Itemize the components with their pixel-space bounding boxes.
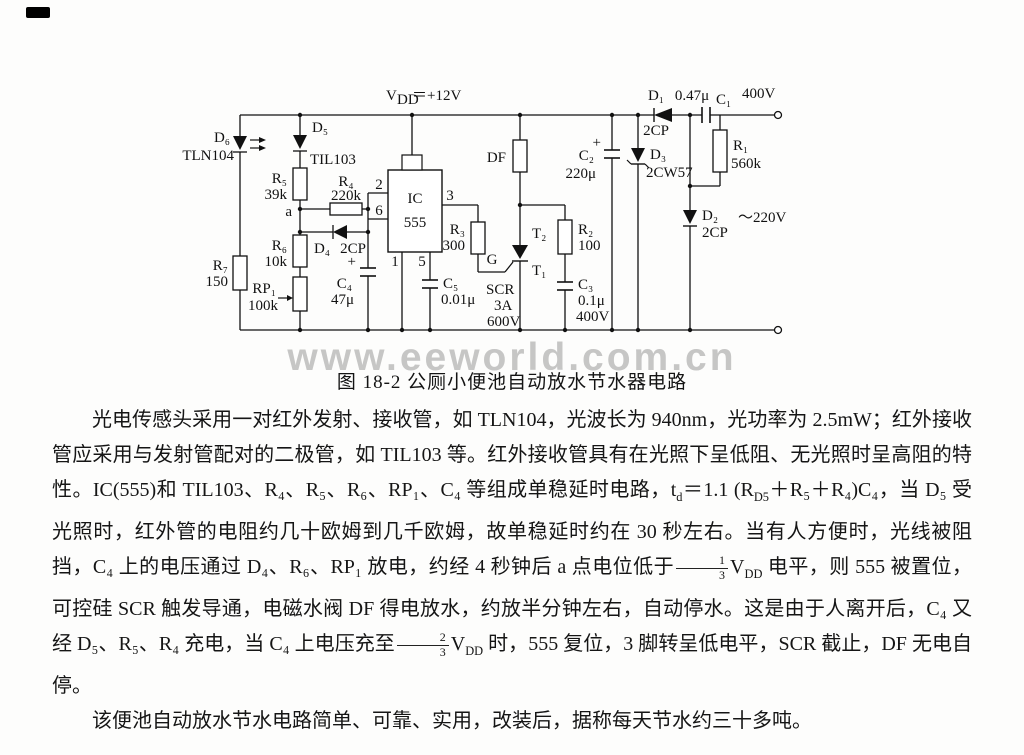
label-vdd-sub: DD [397,92,419,108]
label-pin1: 1 [391,254,399,270]
label-r1-val: 560k [731,156,762,172]
label-c4-plus: + [348,254,356,270]
label-t2: T₂ [532,226,546,242]
label-pin6: 6 [375,203,383,219]
label-r3-val: 300 [443,238,466,254]
label-r7-val: 150 [206,274,229,290]
scan-artifact [26,7,50,18]
label-r1: R₁ [733,138,748,154]
diode-d1: D₁ 2CP [643,88,672,139]
label-d4: D₄ [314,241,330,257]
label-c2-val: 220μ [565,166,596,182]
figure-area: D₆ TLN104 D₅ TIL103 R₅ 39k a R₆ 10k RP₁ … [0,0,1024,348]
label-rp1-val: 100k [248,298,279,314]
capacitor-c1: 0.47μ C₁ 400V [675,86,776,123]
label-r4-val: 220k [331,188,362,204]
circuit-wires [239,114,775,331]
scr: G T₂ T₁ SCR 3A 600V [486,226,546,330]
label-c4: C₄ [337,276,352,292]
circuit-diagram: D₆ TLN104 D₅ TIL103 R₅ 39k a R₆ 10k RP₁ … [182,86,787,335]
valve-df: DF [487,139,528,173]
label-d4-type: 2CP [340,241,366,257]
label-d2: D₂ [702,208,718,224]
label-c5-val: 0.01μ [441,292,475,308]
figure-caption: 图 18-2 公厕小便池自动放水节水器电路 [336,372,688,393]
label-ic: IC [408,191,423,207]
diode-d4: D₄ 2CP [314,225,366,257]
label-pin3: 3 [446,188,454,204]
label-d5-type: TIL103 [310,152,356,168]
watermark: www.eeworld.com.cn [287,336,737,379]
label-c5: C₅ [443,276,458,292]
label-d3: D₃ [650,147,666,163]
label-scr-v: 600V [487,314,521,330]
label-d1: D₁ [648,88,664,104]
capacitor-c3: C₃ 0.1μ 400V [557,277,610,325]
resistor-r3: R₃ 300 [443,221,486,255]
label-g: G [487,252,498,268]
label-r4: R₄ [338,174,353,190]
label-scr: SCR [486,282,514,298]
supply-label: V DD ＝+12V ～220V [386,88,787,226]
label-d6-type: TLN104 [182,148,234,164]
capacitor-c2: + C₂ 220μ [565,135,620,182]
label-r2: R₂ [578,222,593,238]
label-r6-val: 10k [265,254,288,270]
label-r6: R₆ [272,238,287,254]
label-c2-plus: + [593,135,601,151]
label-ac: ～220V [738,210,787,226]
label-t1: T₁ [532,263,546,279]
label-d6: D₆ [214,130,230,146]
label-c1-val: 0.47μ [675,88,709,104]
label-d1-type: 2CP [643,123,669,139]
resistor-r5: R₅ 39k [265,167,308,203]
paragraph-1: 光电传感头采用一对红外发射、接收管，如 TLN104，光波长为 940nm，光功… [52,409,973,697]
resistor-r6: R₆ 10k [265,234,308,270]
resistor-r4: R₄ 220k [329,174,363,216]
label-scr-a: 3A [494,298,513,314]
label-rp1: RP₁ [252,281,276,297]
capacitor-c4: + C₄ 47μ [331,254,376,308]
junction-dots [297,112,693,333]
label-r3: R₃ [450,222,465,238]
label-d5: D₅ [312,120,328,136]
zener-d3: D₃ 2CW57 [626,147,693,181]
diode-d2: D₂ 2CP [683,208,728,241]
label-pin2: 2 [375,177,383,193]
label-r5: R₅ [272,171,287,187]
ir-led-d6: D₆ TLN104 [182,130,266,164]
label-r5-val: 39k [265,187,288,203]
body-text: 光电传感头采用一对红外发射、接收管，如 TLN104，光波长为 940nm，光功… [52,403,972,739]
label-vdd: V [386,88,397,104]
resistor-r2: R₂ 100 [557,219,601,255]
label-c2: C₂ [579,148,594,164]
capacitor-c5: C₅ 0.01μ [422,276,475,308]
ic-555: IC 555 2 6 3 1 5 [375,154,454,270]
label-d3-type: 2CW57 [646,165,693,181]
resistor-r7: R₇ 150 [206,255,248,291]
paragraph-2: 该便池自动放水节水电路简单、可靠、实用，改装后，据称每天节水约三十多吨。 [92,710,812,732]
label-c1-v: 400V [742,86,776,102]
label-vdd-val: ＝+12V [412,88,461,104]
label-r2-val: 100 [578,238,601,254]
label-c3: C₃ [578,277,593,293]
label-ic-type: 555 [404,215,427,231]
resistor-r1: R₁ 560k [712,129,762,173]
label-node-a: a [285,204,292,220]
label-c4-val: 47μ [331,292,354,308]
label-d2-type: 2CP [702,225,728,241]
terminals [773,110,783,335]
label-pin5: 5 [418,254,426,270]
label-c1: C₁ [716,92,731,108]
potentiometer-rp1: RP₁ 100k [248,276,308,314]
label-c3-val: 0.1μ [578,293,605,309]
label-r7: R₇ [213,258,228,274]
label-c3-v: 400V [576,309,610,325]
photodiode-d5: D₅ TIL103 [293,120,356,168]
label-df: DF [487,150,506,166]
